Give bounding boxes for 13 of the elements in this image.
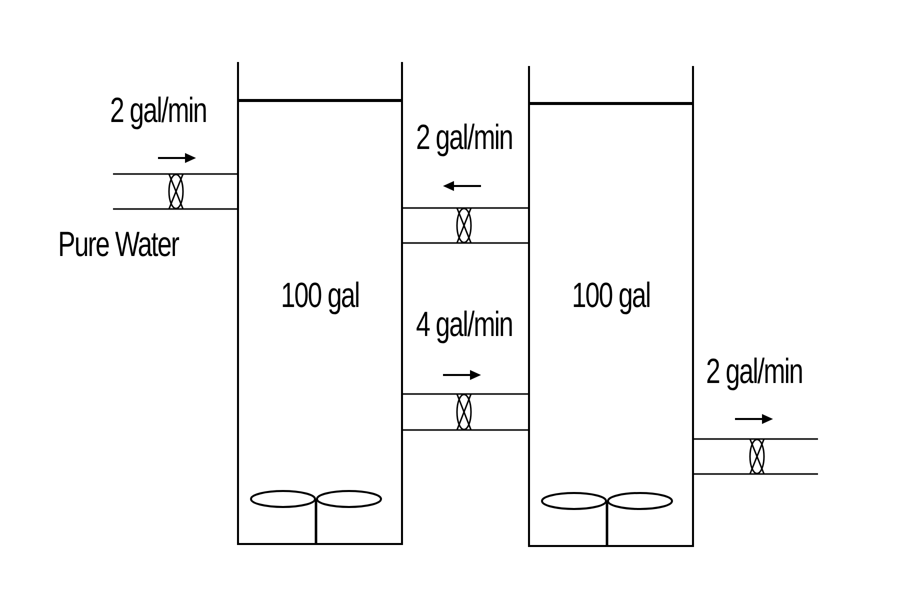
flow-rate-label: 2 gal/min <box>706 352 802 392</box>
pipe <box>112 173 238 210</box>
flow-rate-label: 4 gal/min <box>416 305 512 346</box>
pipe <box>402 207 529 244</box>
inlet-label: Pure Water <box>58 225 179 266</box>
pipe <box>693 438 819 475</box>
tank <box>528 66 694 547</box>
tank-volume-label: 100 gal <box>572 276 650 316</box>
flow-rate-label: 2 gal/min <box>110 91 206 132</box>
tank-volume-label: 100 gal <box>280 276 360 316</box>
flow-rate-label: 2 gal/min <box>416 118 512 158</box>
tank <box>237 62 403 545</box>
pipe <box>402 393 529 431</box>
